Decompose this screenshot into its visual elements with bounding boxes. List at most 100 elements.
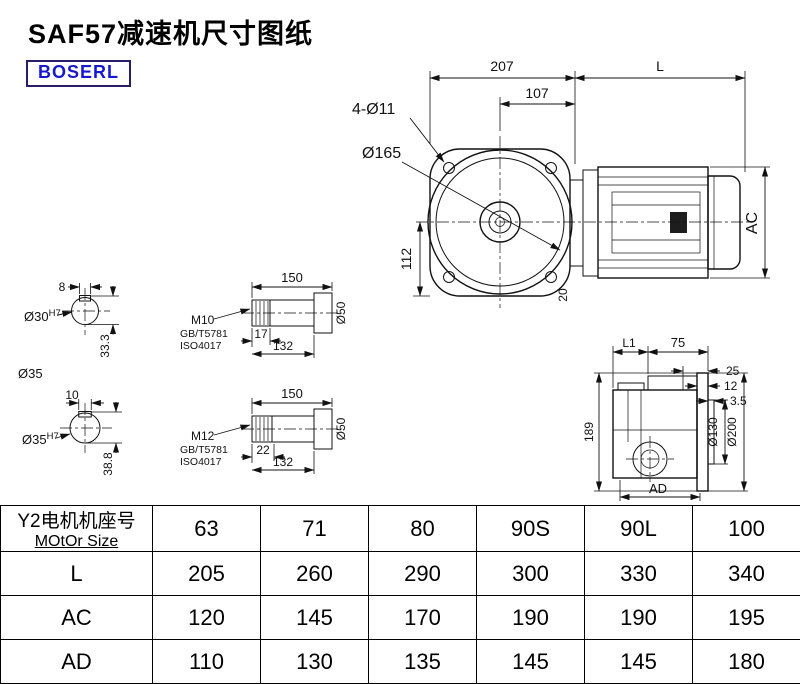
dim-label-body-len-a: 132 xyxy=(273,339,293,353)
dim-label-length-a: 150 xyxy=(281,270,303,285)
shaft-section-b-group: Ø35 10 38.8 Ø35H7 xyxy=(18,366,122,476)
motor-size-header-cell: Y2电机机座号 MOtOr Size xyxy=(0,505,153,552)
table-cell: 80 xyxy=(368,505,477,552)
shaft-a-body xyxy=(251,299,315,327)
dim-label-length-b: 150 xyxy=(281,386,303,401)
thread-label-b: M12 xyxy=(191,429,215,443)
table-cell: 145 xyxy=(476,639,585,684)
table-cell: 170 xyxy=(368,595,477,640)
page-title: SAF57减速机尺寸图纸 xyxy=(28,19,314,49)
std-iso-label-a: ISO4017 xyxy=(180,340,222,352)
shaft-a-step xyxy=(313,292,333,334)
bolt-hole xyxy=(443,162,455,174)
table-cell: 190 xyxy=(584,595,693,640)
bore-a-dia: Ø30 xyxy=(24,309,49,324)
table-cell: 205 xyxy=(152,551,261,596)
dim-label-dia-b: Ø50 xyxy=(334,417,348,440)
keyway-b xyxy=(78,411,92,418)
row-label-cell: AD xyxy=(0,639,153,684)
bolt-hole xyxy=(545,271,557,283)
shaft-detail-a-group: 150 M10 GB/T5781 ISO4017 17 132 Ø50 xyxy=(180,270,348,358)
motor-adapter-2 xyxy=(582,169,599,277)
table-cell: 130 xyxy=(260,639,369,684)
row-label-cell: AC xyxy=(0,595,153,640)
table-cell: 340 xyxy=(692,551,800,596)
table-cell: 90S xyxy=(476,505,585,552)
table-cell: 110 xyxy=(152,639,261,684)
motor-fan-cover xyxy=(707,175,741,270)
motor-size-label-en: MOtOr Size xyxy=(34,533,119,550)
dim-label-12: 12 xyxy=(724,379,738,393)
motor-size-label-cn: Y2电机机座号 xyxy=(17,511,136,532)
dim-label-key-depth-a: 33.3 xyxy=(98,334,112,358)
dim-label-25: 25 xyxy=(726,364,740,378)
table-cell: 71 xyxy=(260,505,369,552)
size-table: Y2电机机座号 MOtOr Size 63 71 80 90S 90L 100 … xyxy=(0,505,800,684)
side-top-step xyxy=(617,382,645,391)
table-cell: 120 xyxy=(152,595,261,640)
table-cell: 260 xyxy=(260,551,369,596)
side-neck xyxy=(647,375,698,391)
motor-stator xyxy=(611,191,701,254)
dim-label-207: 207 xyxy=(490,58,514,74)
table-cell: 145 xyxy=(584,639,693,684)
dim-label-bore-b: Ø35H7 xyxy=(22,431,59,447)
motor-detail-block xyxy=(670,212,687,233)
technical-drawing: 207 L 107 4-Ø11 Ø165 112 AC 20 xyxy=(18,58,770,501)
dim-label-L: L xyxy=(656,58,664,74)
dim-label-d200: Ø200 xyxy=(725,417,739,447)
dim-label-flange-dia: Ø165 xyxy=(362,145,401,162)
std-iso-label-b: ISO4017 xyxy=(180,456,222,468)
std-gb-label-b: GB/T5781 xyxy=(180,444,228,456)
dim-label-20: 20 xyxy=(556,288,570,302)
dim-label-AC: AC xyxy=(744,212,761,234)
table-row-header: Y2电机机座号 MOtOr Size 63 71 80 90S 90L 100 xyxy=(0,505,800,552)
dim-label-dia-a: Ø50 xyxy=(334,301,348,324)
table-row-AD: AD 110 130 135 145 145 180 xyxy=(0,639,800,684)
table-cell: 180 xyxy=(692,639,800,684)
dim-label-bore-a: Ø30H7 xyxy=(24,308,61,324)
bolt-hole xyxy=(545,162,557,174)
side-housing xyxy=(612,389,698,479)
dim-label-189: 189 xyxy=(582,422,596,442)
shaft-detail-b-group: 150 M12 GB/T5781 ISO4017 22 132 Ø50 xyxy=(180,386,348,474)
table-row-AC: AC 120 145 170 190 190 195 xyxy=(0,595,800,640)
dim-label-key-width-a: 8 xyxy=(59,280,66,294)
front-view-group: 207 L 107 4-Ø11 Ø165 112 AC 20 xyxy=(352,58,770,308)
table-cell: 145 xyxy=(260,595,369,640)
dim-label-d130: Ø130 xyxy=(706,417,720,447)
std-gb-label-a: GB/T5781 xyxy=(180,328,228,340)
brand-logo: BOSERL xyxy=(26,60,132,87)
dim-label-112: 112 xyxy=(398,248,414,271)
dim-label-body-len-b: 132 xyxy=(273,455,293,469)
brand-logo-text: BOSERL xyxy=(38,62,120,82)
table-cell: 300 xyxy=(476,551,585,596)
dim-label-3-5: 3.5 xyxy=(730,394,747,408)
motor-body xyxy=(597,166,709,279)
side-spigot xyxy=(707,399,715,465)
dim-label-L1: L1 xyxy=(622,336,636,350)
row-label-cell: L xyxy=(0,551,153,596)
dim-label-d35: Ø35 xyxy=(18,366,43,381)
dim-label-107: 107 xyxy=(525,85,549,101)
dim-label-75: 75 xyxy=(671,335,685,350)
bore-b-dia: Ø35 xyxy=(22,432,47,447)
side-view-group: L1 75 25 12 3.5 189 Ø130 Ø200 AD xyxy=(582,335,748,501)
table-cell: 63 xyxy=(152,505,261,552)
dim-label-bolt-holes: 4-Ø11 xyxy=(352,101,395,118)
bolt-hole xyxy=(443,271,455,283)
shaft-b-body xyxy=(251,415,315,443)
keyway-a xyxy=(79,295,91,302)
dim-label-thread-len-b: 22 xyxy=(256,443,270,457)
table-cell: 190 xyxy=(476,595,585,640)
table-cell: 100 xyxy=(692,505,800,552)
table-cell: 330 xyxy=(584,551,693,596)
bore-b-tol: H7 xyxy=(47,431,59,442)
dim-label-thread-len-a: 17 xyxy=(254,327,268,341)
dim-label-key-depth-b: 38.8 xyxy=(101,452,115,476)
dim-label-AD: AD xyxy=(649,481,667,496)
table-cell: 90L xyxy=(584,505,693,552)
table-cell: 135 xyxy=(368,639,477,684)
table-cell: 290 xyxy=(368,551,477,596)
